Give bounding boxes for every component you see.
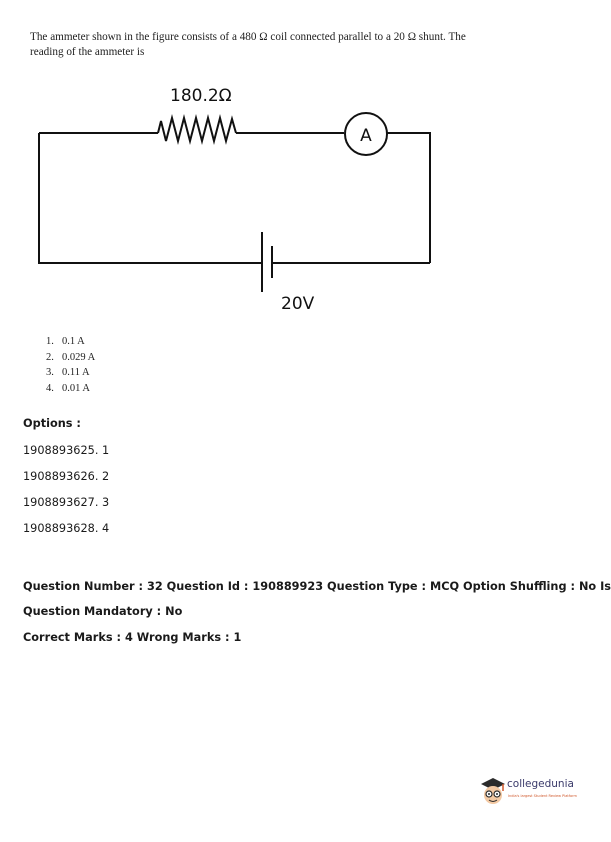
wire-left [38, 133, 262, 264]
student-mascot-icon [481, 778, 505, 804]
choice-item: 3.0.11 A [46, 367, 90, 379]
option-item: 1908893626. 2 [23, 470, 110, 483]
choice-item: 2.0.029 A [46, 351, 96, 363]
options-heading: Options : [23, 417, 81, 430]
circuit-diagram: 180.2Ω A 20V [38, 86, 431, 314]
question-meta-line: Correct Marks : 4 Wrong Marks : 1 [23, 631, 242, 644]
resistor-label: 180.2Ω [170, 86, 232, 106]
battery-label: 20V [281, 294, 315, 314]
logo-tagline: India's largest Student Review Platform [508, 794, 577, 798]
answer-choices: 1.0.1 A 2.0.029 A 3.0.11 A 4.0.01 A [46, 334, 95, 396]
logo-wordmark: collegedunia [507, 778, 574, 790]
question-text: The ammeter shown in the figure consists… [30, 31, 466, 58]
wire-top-right [387, 132, 431, 263]
collegedunia-logo: collegedunia India's largest Student Rev… [479, 775, 579, 809]
resistor-symbol [157, 114, 237, 145]
option-item: 1908893627. 3 [23, 496, 110, 509]
question-meta-line: Question Mandatory : No [23, 605, 183, 618]
question-meta-line: Question Number : 32 Question Id : 19088… [23, 580, 611, 593]
choice-item: 4.0.01 A [46, 382, 91, 394]
option-item: 1908893628. 4 [23, 522, 110, 535]
option-item: 1908893625. 1 [23, 444, 110, 457]
ammeter-label: A [360, 126, 372, 146]
choice-item: 1.0.1 A [46, 336, 85, 347]
